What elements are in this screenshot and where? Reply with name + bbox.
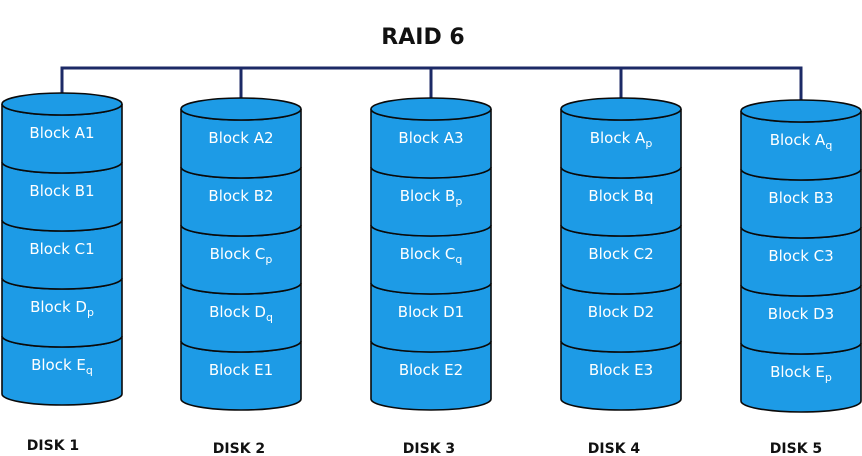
block-label-main: Block A3 [398,129,463,147]
block-label: Block C2 [588,245,653,263]
block-label: Block C1 [29,240,94,258]
block-label-main: Block Bq [588,187,653,205]
block-label: Block Dp [30,298,94,319]
block-label: Block A3 [398,129,463,147]
block-label: Block Bp [400,187,463,208]
disk-label: DISK 5 [770,441,822,456]
block-label: Block A1 [29,124,94,142]
block-label: Block B1 [29,182,94,200]
block-label: Block D3 [768,305,834,323]
block-label-subscript: p [455,195,462,208]
block-label-main: Block E [31,356,86,374]
block-label-main: Block D [30,298,87,316]
disk-4-top-cap [560,97,682,121]
block-label-subscript: q [86,364,93,377]
disk-1-top-cap [1,92,123,116]
block-label-main: Block D1 [398,303,464,321]
block-label-subscript: q [455,253,462,266]
block-label: Block Ap [590,129,653,150]
block-label-main: Block A1 [29,124,94,142]
diagram-title: RAID 6 [381,25,464,50]
block-label-main: Block E2 [399,361,463,379]
block-label-main: Block C1 [29,240,94,258]
block-label-main: Block E [770,363,825,381]
disk-5-top-cap [740,99,862,123]
block-label-subscript: q [266,311,273,324]
block-label: Block Ep [770,363,832,384]
block-label: Block Aq [770,131,833,152]
disk-label: DISK 3 [403,441,455,456]
block-label-main: Block C [210,245,266,263]
block-label-main: Block D [209,303,266,321]
block-label: Block B3 [768,189,833,207]
block-label: Block B2 [208,187,273,205]
block-label-main: Block C2 [588,245,653,263]
block-label: Block Bq [588,187,653,205]
block-label: Block E3 [589,361,653,379]
disk-label: DISK 2 [213,441,265,456]
block-label-main: Block B [400,187,456,205]
block-label: Block Dq [209,303,273,324]
disk-label: DISK 4 [588,441,641,456]
block-label-main: Block E3 [589,361,653,379]
block-label: Block E1 [209,361,273,379]
block-label-subscript: p [645,137,652,150]
block-label-main: Block A [590,129,646,147]
block-label-main: Block E1 [209,361,273,379]
block-label: Block A2 [208,129,273,147]
block-label: Block C3 [768,247,833,265]
controller-bus [60,66,803,111]
disk-2-top-cap [180,97,302,121]
block-label-main: Block B2 [208,187,273,205]
block-label-main: Block C3 [768,247,833,265]
block-label-main: Block A [770,131,826,149]
block-label-subscript: q [825,139,832,152]
block-label-subscript: p [87,306,94,319]
block-label: Block Cp [210,245,273,266]
block-label: Block E2 [399,361,463,379]
block-label-subscript: p [825,371,832,384]
block-label: Block Cq [400,245,463,266]
block-label-main: Block D2 [588,303,654,321]
block-label-subscript: p [265,253,272,266]
block-label-main: Block D3 [768,305,834,323]
block-label: Block D2 [588,303,654,321]
block-label-main: Block C [400,245,456,263]
disk-label: DISK 1 [27,438,79,454]
block-label-main: Block A2 [208,129,273,147]
disk-3-top-cap [370,97,492,121]
block-label-main: Block B3 [768,189,833,207]
block-label: Block D1 [398,303,464,321]
block-label: Block Eq [31,356,93,377]
block-label-main: Block B1 [29,182,94,200]
